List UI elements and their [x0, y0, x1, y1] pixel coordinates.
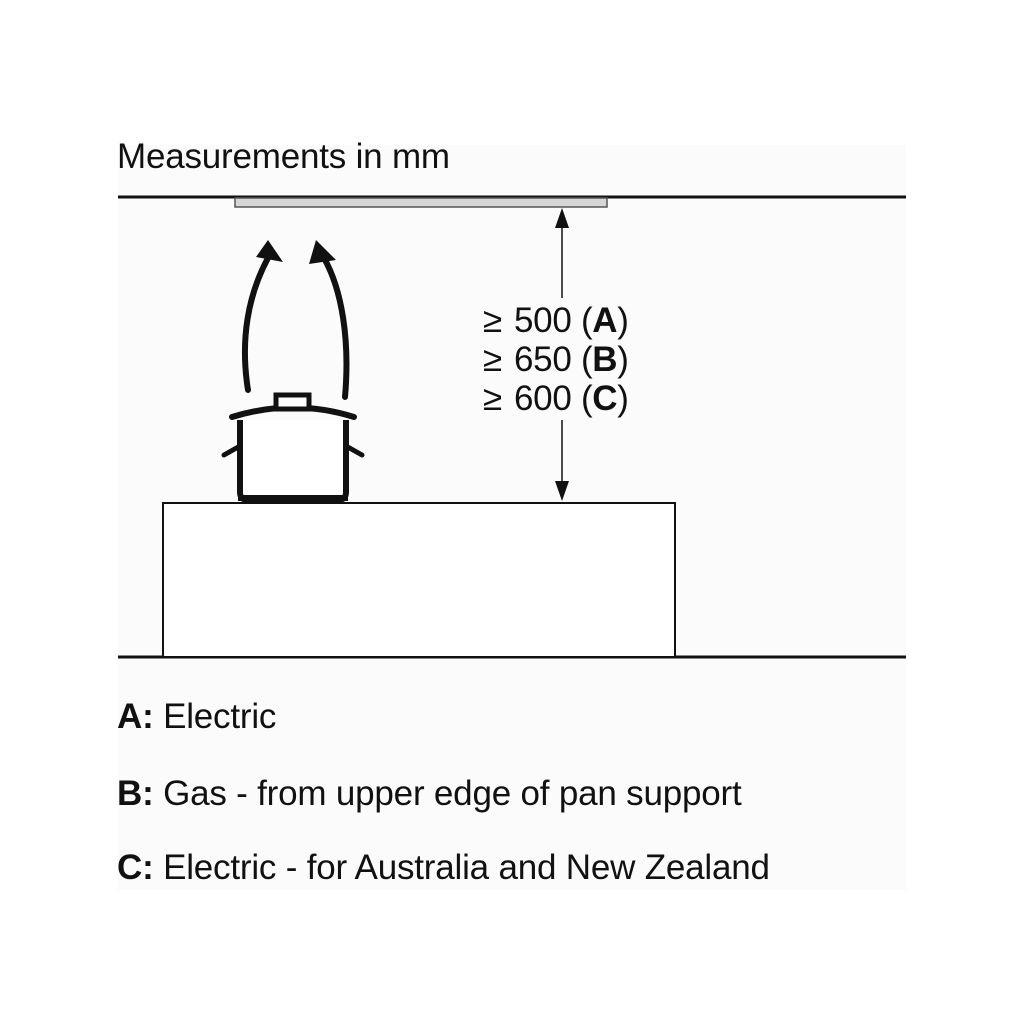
- rising-steam-arrows-icon: [241, 240, 350, 400]
- legend-item-c: C: Electric - for Australia and New Zeal…: [117, 848, 770, 887]
- clearance-value-c: ≥600 (C): [483, 379, 629, 418]
- legend-item-b: B: Gas - from upper edge of pan support: [117, 774, 742, 813]
- clearance-dimension-arrow: [555, 208, 569, 501]
- legend-item-a: A: Electric: [117, 697, 277, 736]
- cooktop-unit: [162, 502, 676, 658]
- clearance-value-b: ≥650 (B): [483, 340, 629, 379]
- measurements-heading: Measurements in mm: [117, 137, 450, 176]
- clearance-value-a: ≥500 (A): [483, 301, 629, 340]
- cooking-pot-icon: [221, 392, 365, 503]
- extractor-hood: [234, 197, 608, 208]
